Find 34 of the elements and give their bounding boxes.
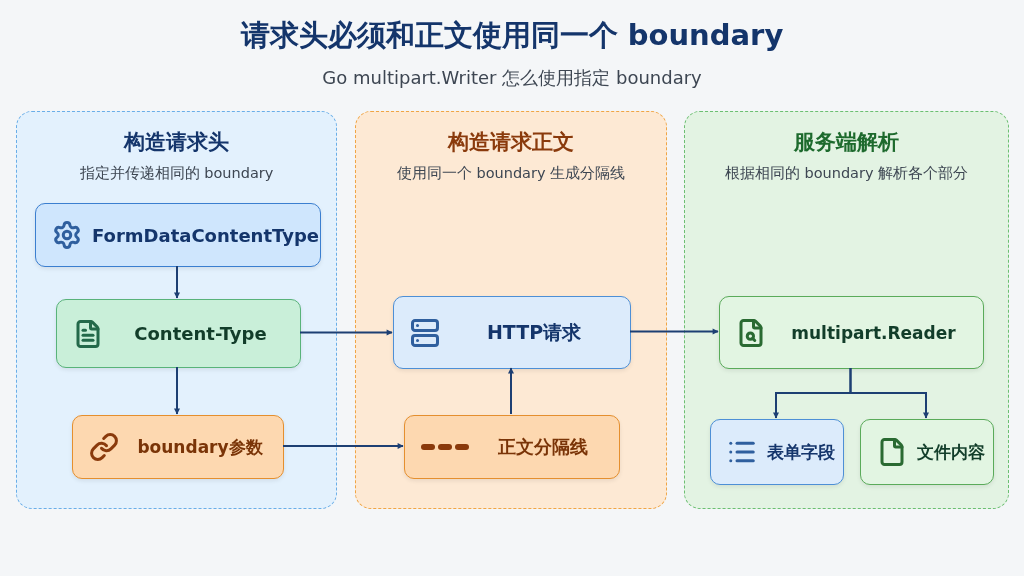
group-subtitle: 指定并传递相同的 boundary (79, 164, 274, 183)
diagram-subtitle: Go multipart.Writer 怎么使用指定 boundary (322, 66, 702, 90)
arrow (299, 329, 393, 336)
group-title: 服务端解析 (794, 129, 899, 156)
group-title: 构造请求正文 (448, 129, 574, 156)
diagram-title: 请求头必须和正文使用同一个 boundary (240, 17, 784, 54)
process-box (710, 419, 844, 485)
node-label: 文件内容 (917, 440, 985, 464)
process-box (404, 415, 620, 479)
node-label: 正文分隔线 (497, 435, 589, 459)
node-label: multipart.Reader (790, 322, 957, 343)
group-panel (16, 111, 337, 509)
arrow (174, 366, 180, 415)
arrow (849, 367, 929, 419)
arrow (629, 328, 719, 335)
node-label: HTTP请求 (485, 319, 583, 345)
node-label: boundary参数 (136, 435, 264, 459)
node-label: Content-Type (133, 323, 268, 344)
process-box (860, 419, 994, 485)
group-panel (355, 111, 667, 509)
process-box (72, 415, 284, 479)
process-box (35, 203, 321, 267)
arrow (282, 443, 404, 449)
process-box (393, 296, 631, 369)
process-box (719, 296, 984, 369)
node-label: FormDataContentType (92, 224, 319, 246)
group-subtitle: 使用同一个 boundary 生成分隔线 (396, 164, 626, 183)
arrow (174, 265, 180, 299)
group-title: 构造请求头 (124, 129, 229, 156)
group-panel (684, 111, 1009, 509)
node-label: 表单字段 (767, 440, 835, 464)
arrow (508, 367, 514, 415)
process-box (56, 299, 301, 368)
group-subtitle: 根据相同的 boundary 解析各个部分 (724, 164, 969, 183)
